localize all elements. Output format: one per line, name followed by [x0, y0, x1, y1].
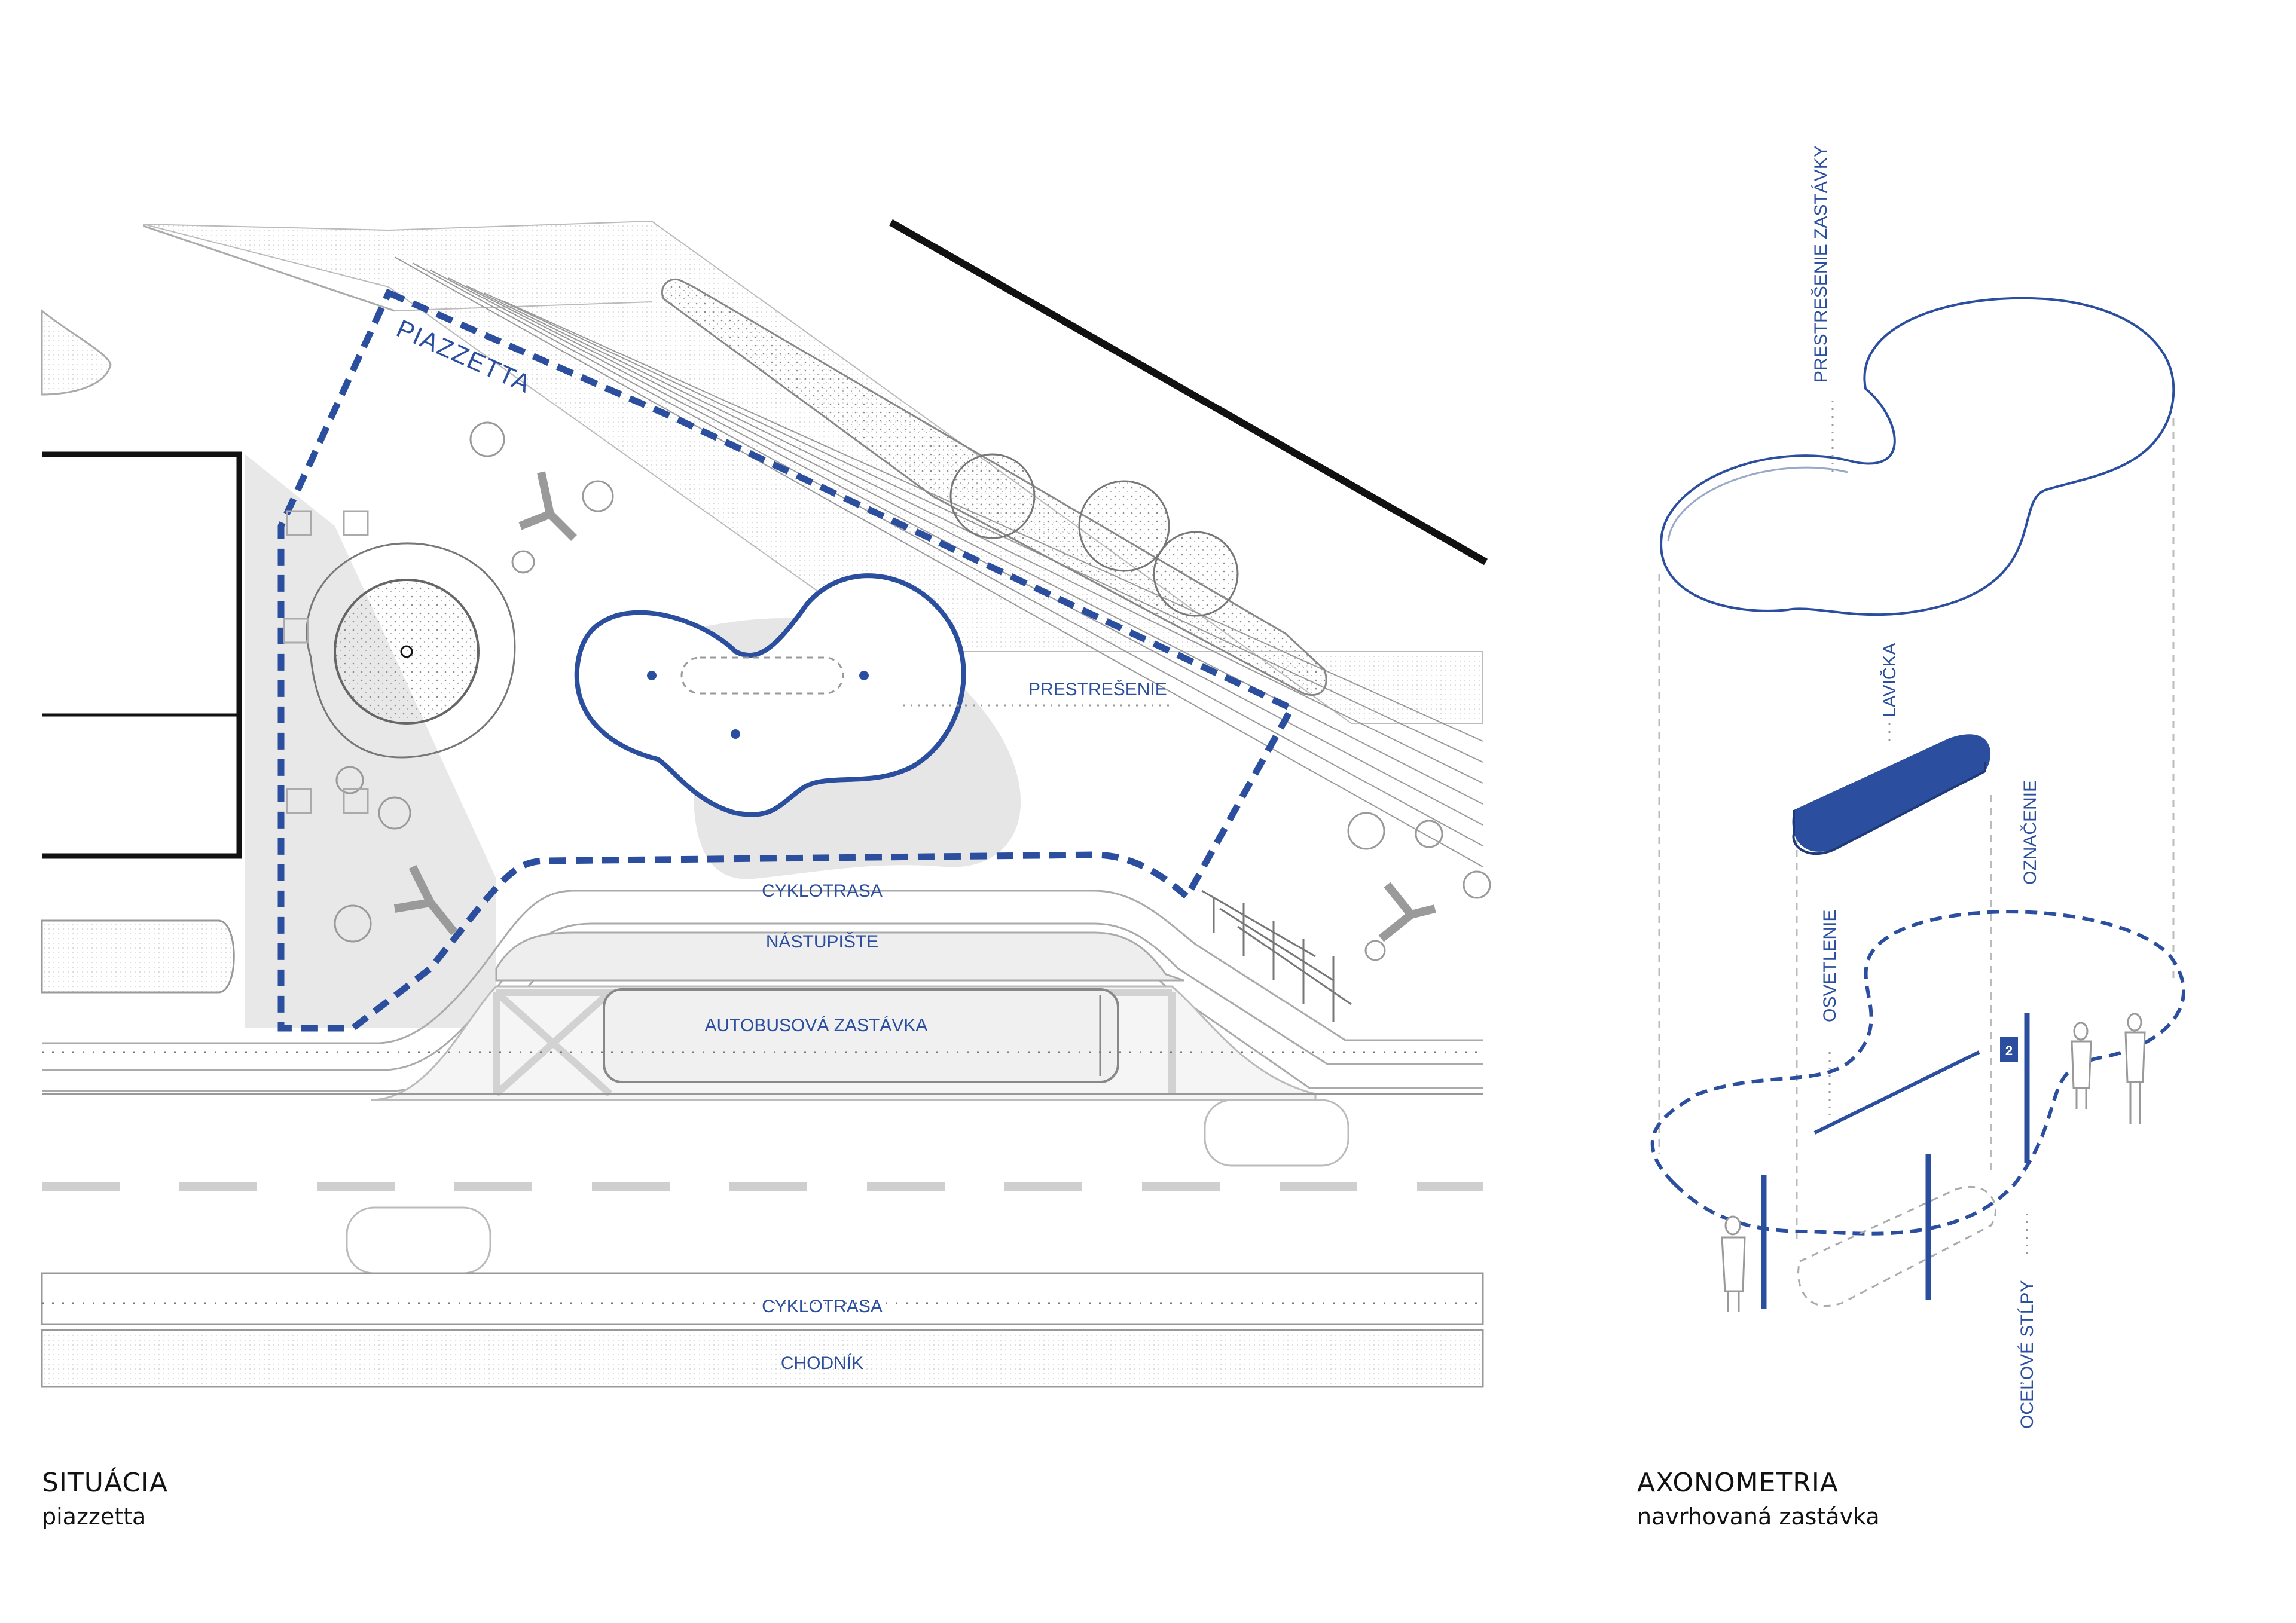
lower-bike-path — [41, 1272, 1484, 1325]
label-bus-stop: AUTOBUSOVÁ ZASTÁVKA — [705, 1016, 928, 1035]
car-upper — [1204, 1099, 1349, 1167]
people-figures — [1721, 1013, 2146, 1312]
left-planter — [41, 308, 112, 396]
platform-band — [495, 931, 1184, 982]
axo-bench-footprint — [1797, 1185, 1996, 1307]
site-caption-subtitle: piazzetta — [42, 1503, 146, 1530]
cafe-tables — [283, 510, 369, 814]
bench-dashed — [680, 656, 844, 695]
label-bike-lower: CYKLOTRASA — [762, 1297, 883, 1316]
axo-caption-title: AXONOMETRIA — [1637, 1468, 1839, 1498]
label-sidewalk: CHODNÍK — [781, 1353, 863, 1373]
round-tree — [306, 542, 516, 759]
axo-label-signage: OZNAČENIE — [2020, 780, 2040, 885]
building — [42, 451, 242, 859]
tree-canopies — [949, 453, 1239, 617]
axo-ground-footprint — [1650, 910, 2185, 1236]
axo-canopy — [1660, 297, 2175, 616]
axo-bench — [1792, 734, 1991, 855]
axo-label-bench: LAVIČKA — [1879, 643, 1900, 718]
label-bike-upper: CYKLOTRASA — [762, 881, 883, 901]
axo-sign — [2000, 1037, 2018, 1062]
shadow-zone — [245, 454, 496, 1028]
lower-left-planter — [41, 919, 235, 994]
lower-sidewalk — [41, 1329, 1484, 1388]
axo-label-canopy: PRESTREŠENIE ZASTÁVKY — [1810, 145, 1831, 383]
axo-label-columns: OCEĽOVÉ STĹPY — [2017, 1280, 2037, 1429]
site-plan: PIAZZETTA PRESTREŠENIE CYKLOTRASA NÁSTUP… — [41, 219, 1491, 1388]
axo-label-lighting: OSVETLENIE — [1820, 910, 1840, 1022]
axo-caption-subtitle: navrhovaná zastávka — [1637, 1503, 1880, 1530]
axo-sign-number: 2 — [2005, 1043, 2013, 1058]
bike-racks — [1201, 890, 1352, 1022]
label-canopy: PRESTREŠENIE — [1028, 679, 1167, 699]
axo-guides — [1658, 418, 2175, 1243]
car-lower — [346, 1206, 491, 1274]
y-benches — [393, 471, 1436, 942]
label-platform: NÁSTUPIŠTE — [766, 931, 878, 952]
boundary-wall — [889, 219, 1488, 566]
axo-columns — [1761, 1013, 2030, 1309]
bus — [603, 988, 1119, 1083]
axo-lighting-bar — [1813, 1050, 1980, 1135]
site-caption-title: SITUÁCIA — [42, 1468, 169, 1498]
axonometry: 2 PRESTREŠENIE ZASTÁVKY LAVIČKA OZNAČENI… — [1650, 145, 2185, 1429]
canopy-outline — [574, 573, 966, 817]
canopy-columns — [647, 671, 869, 739]
small-circles — [334, 421, 1491, 961]
